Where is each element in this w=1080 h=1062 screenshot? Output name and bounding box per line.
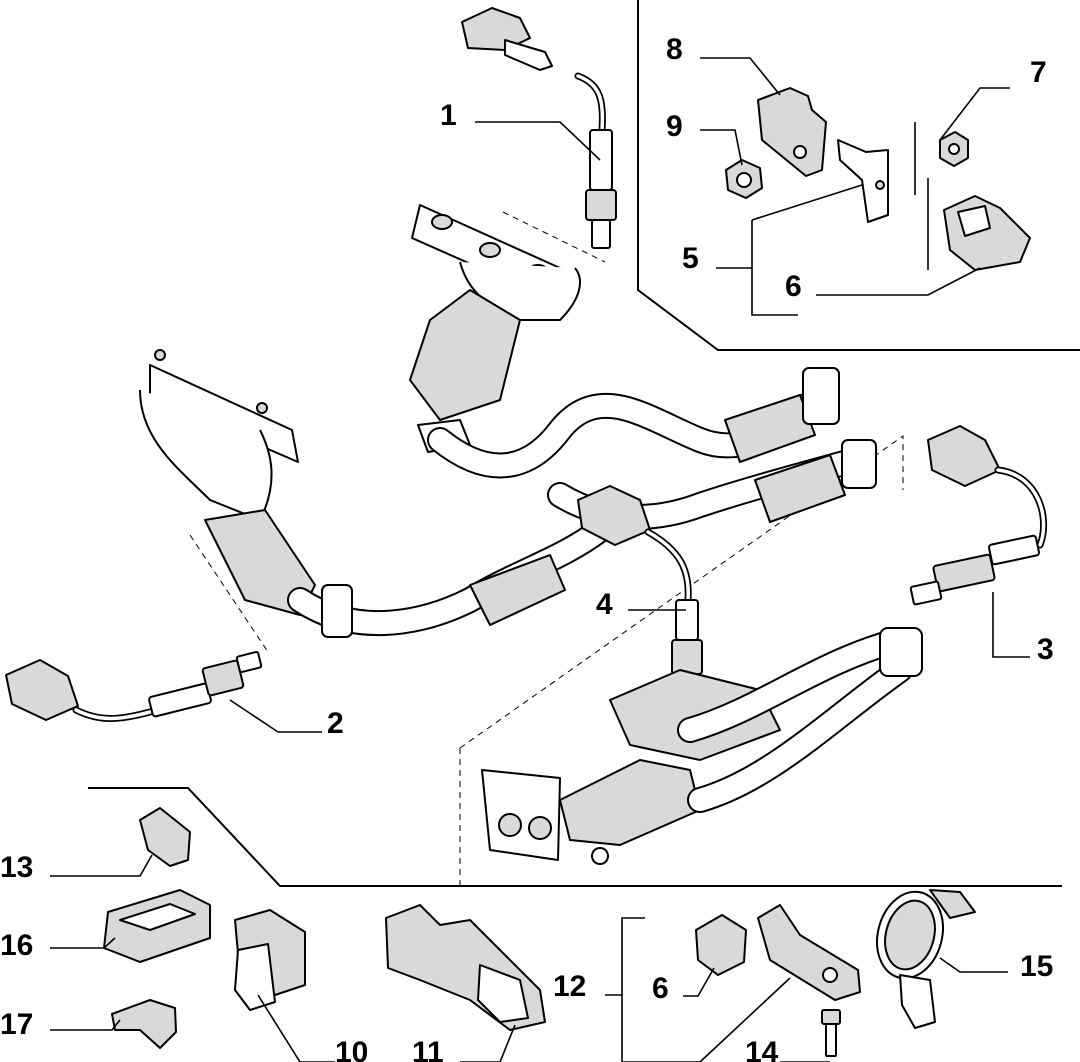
callout-4: 4	[596, 588, 613, 621]
holder-10	[234, 909, 306, 1011]
nut-7	[939, 131, 969, 167]
callout-10: 10	[335, 1036, 368, 1062]
exhaust-manifold-upper	[409, 204, 581, 453]
callout-6-lower: 6	[652, 972, 669, 1005]
callout-9: 9	[666, 110, 683, 143]
callout-15: 15	[1020, 950, 1053, 983]
bracket-14	[757, 904, 861, 1001]
multi-clip-11	[385, 904, 546, 1031]
callout-5: 5	[682, 242, 699, 275]
callout-17: 17	[0, 1008, 33, 1041]
callout-11: 11	[412, 1036, 444, 1062]
bracket-5	[837, 139, 889, 223]
callout-labels: 1 2 3 4 5 6 7 8 9 10 11 12 13 14 15 16 6…	[0, 33, 1054, 1062]
callout-13: 13	[0, 851, 33, 884]
callout-1: 1	[440, 99, 457, 132]
connector-6-lower	[695, 914, 747, 976]
bolt-14	[821, 1009, 841, 1057]
exhaust-manifold-left	[139, 349, 316, 616]
bracket-8	[757, 87, 827, 177]
callout-12: 12	[553, 970, 586, 1003]
clip-13	[139, 807, 191, 867]
clip-17	[111, 999, 177, 1049]
lambda-sensor-1	[461, 7, 617, 249]
clip-16	[103, 889, 211, 963]
hose-clamp-15	[876, 889, 976, 1029]
small-parts-frame	[88, 787, 1062, 887]
catalytic-converter-assembly	[481, 627, 923, 865]
connector-6-inset	[943, 195, 1031, 271]
callout-8: 8	[666, 33, 683, 66]
lambda-sensor-3	[909, 425, 1047, 606]
callout-6-inset: 6	[785, 270, 802, 303]
callout-7: 7	[1030, 56, 1047, 89]
lambda-sensor-2	[5, 651, 263, 722]
callout-3: 3	[1037, 633, 1054, 666]
callout-14: 14	[745, 1036, 779, 1062]
leader-lines	[50, 57, 1030, 1062]
callout-2: 2	[327, 707, 344, 740]
callout-16: 16	[0, 929, 33, 962]
detail-inset-frame	[637, 0, 1080, 351]
nut-9	[725, 159, 763, 199]
